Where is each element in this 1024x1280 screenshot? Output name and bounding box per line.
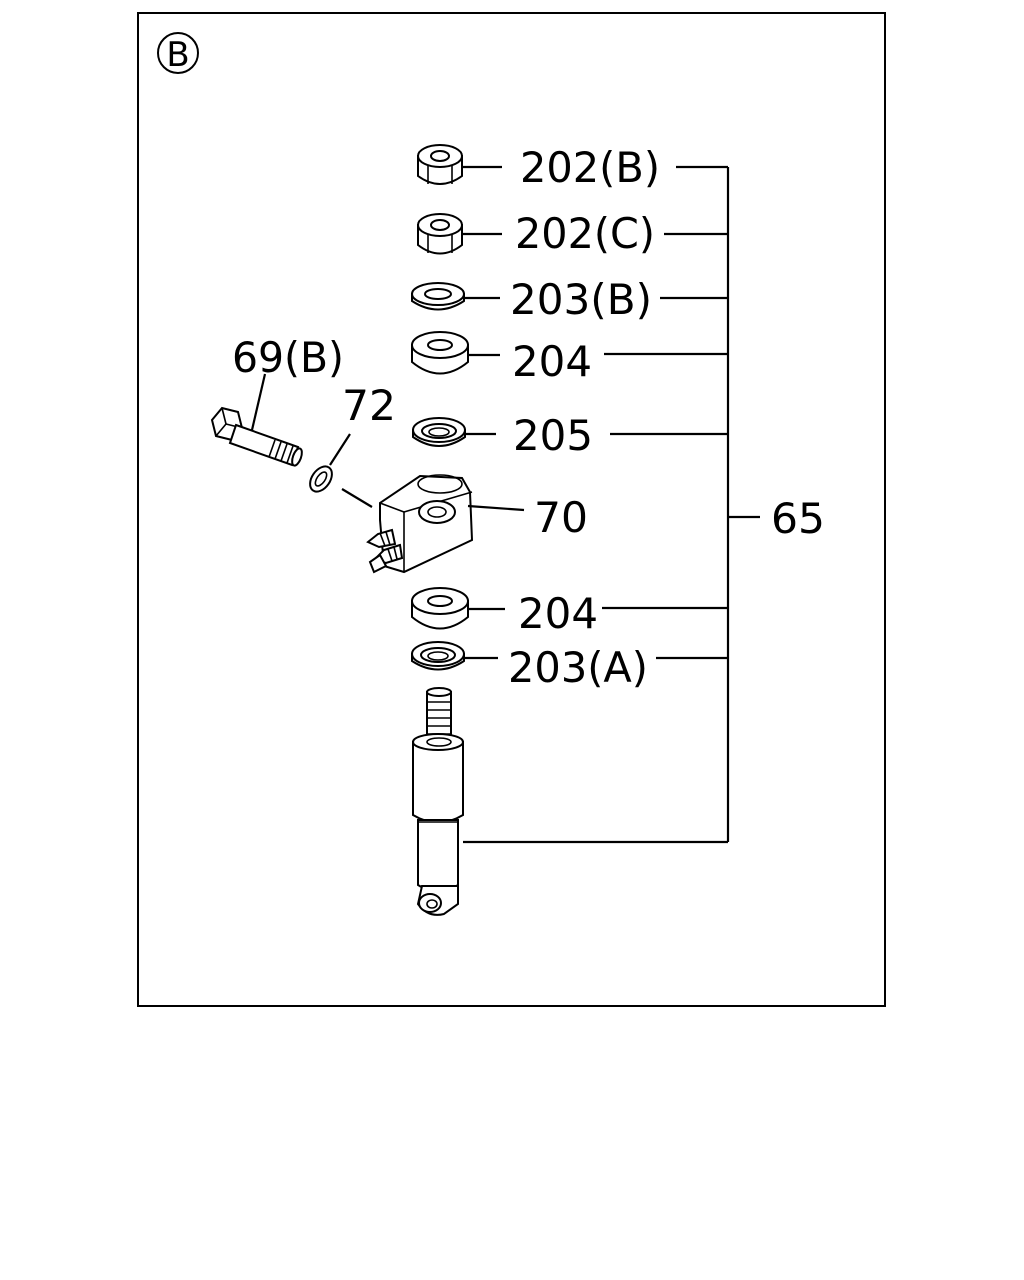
diagram-frame: [137, 12, 886, 1007]
washer-205-drawing: [412, 417, 466, 447]
section-marker-b: B: [157, 32, 199, 75]
label-202c: 202(C): [515, 209, 655, 258]
section-marker-text: B: [166, 35, 189, 75]
label-70: 70: [534, 493, 588, 542]
bushing-204-top-drawing: [411, 331, 469, 375]
bolt-69b-drawing: [210, 406, 303, 467]
nut-202c-drawing: [417, 213, 463, 255]
nut-202b-drawing: [417, 144, 463, 185]
bracket-70-drawing: [366, 474, 474, 574]
label-69b: 69(B): [232, 333, 344, 382]
label-65: 65: [771, 494, 825, 543]
label-203b: 203(B): [510, 275, 652, 324]
shock-absorber-65-drawing: [412, 687, 464, 916]
washer-72-drawing: [309, 465, 333, 493]
label-202b: 202(B): [520, 143, 660, 192]
label-203a: 203(A): [508, 643, 648, 692]
washer-203b-drawing: [411, 282, 465, 311]
label-204-bottom: 204: [518, 589, 598, 638]
label-204-top: 204: [512, 337, 592, 386]
label-205: 205: [513, 411, 593, 460]
label-72: 72: [342, 381, 396, 430]
bushing-204-bottom-drawing: [411, 587, 469, 630]
washer-203a-drawing: [411, 641, 465, 671]
